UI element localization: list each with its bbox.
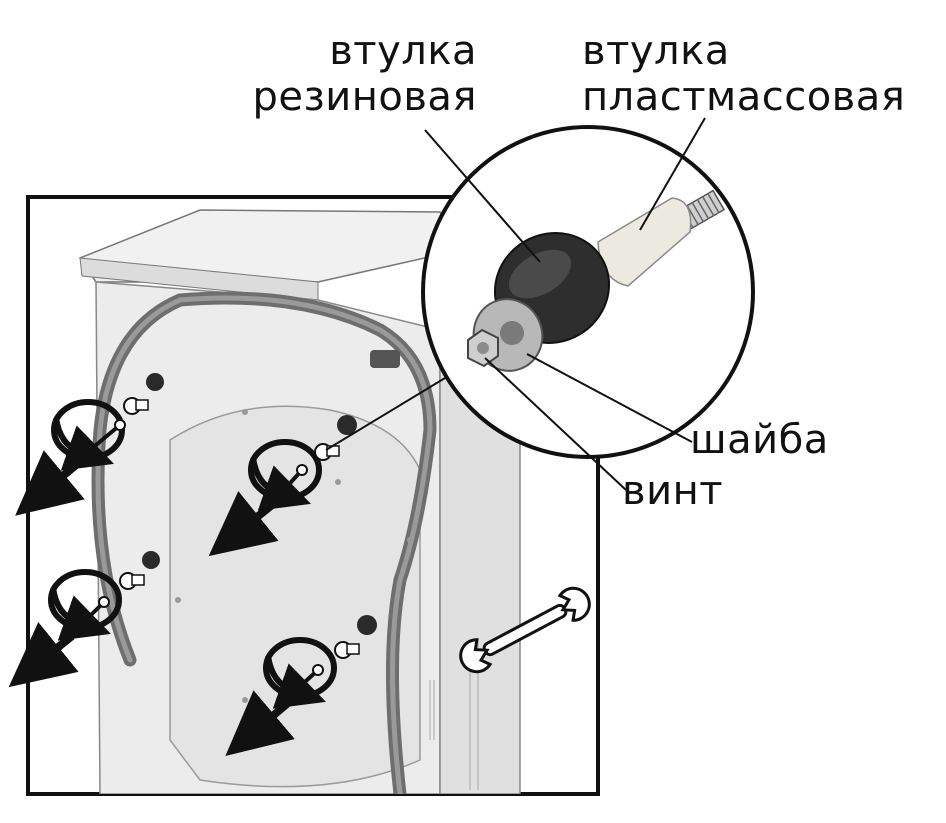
label-rubber-bushing: втулка резиновая xyxy=(215,28,477,120)
label-washer: шайба xyxy=(690,417,829,463)
label-line: резиновая xyxy=(252,74,477,120)
label-line: втулка xyxy=(329,28,477,74)
label-line: втулка xyxy=(582,28,730,74)
bolt-hole xyxy=(357,615,377,635)
rear-cover xyxy=(169,405,421,788)
transport-bolt-4 xyxy=(225,637,360,757)
transport-bolt-1 xyxy=(15,397,149,516)
label-line: пластмассовая xyxy=(582,74,906,120)
label-screw: винт xyxy=(622,468,724,514)
transport-bolt-2 xyxy=(208,439,340,557)
screw-head xyxy=(467,328,499,368)
bolt-hole xyxy=(142,551,160,569)
wrench-icon xyxy=(459,586,591,674)
zoom-leader-line xyxy=(325,374,451,451)
magnified-detail xyxy=(421,125,755,459)
bolt-hole xyxy=(337,415,357,435)
label-plastic-bushing: втулка пластмассовая xyxy=(582,28,905,120)
label-leaders xyxy=(424,117,706,491)
bolt-hole xyxy=(146,373,164,391)
transport-bolt-3 xyxy=(8,569,145,688)
